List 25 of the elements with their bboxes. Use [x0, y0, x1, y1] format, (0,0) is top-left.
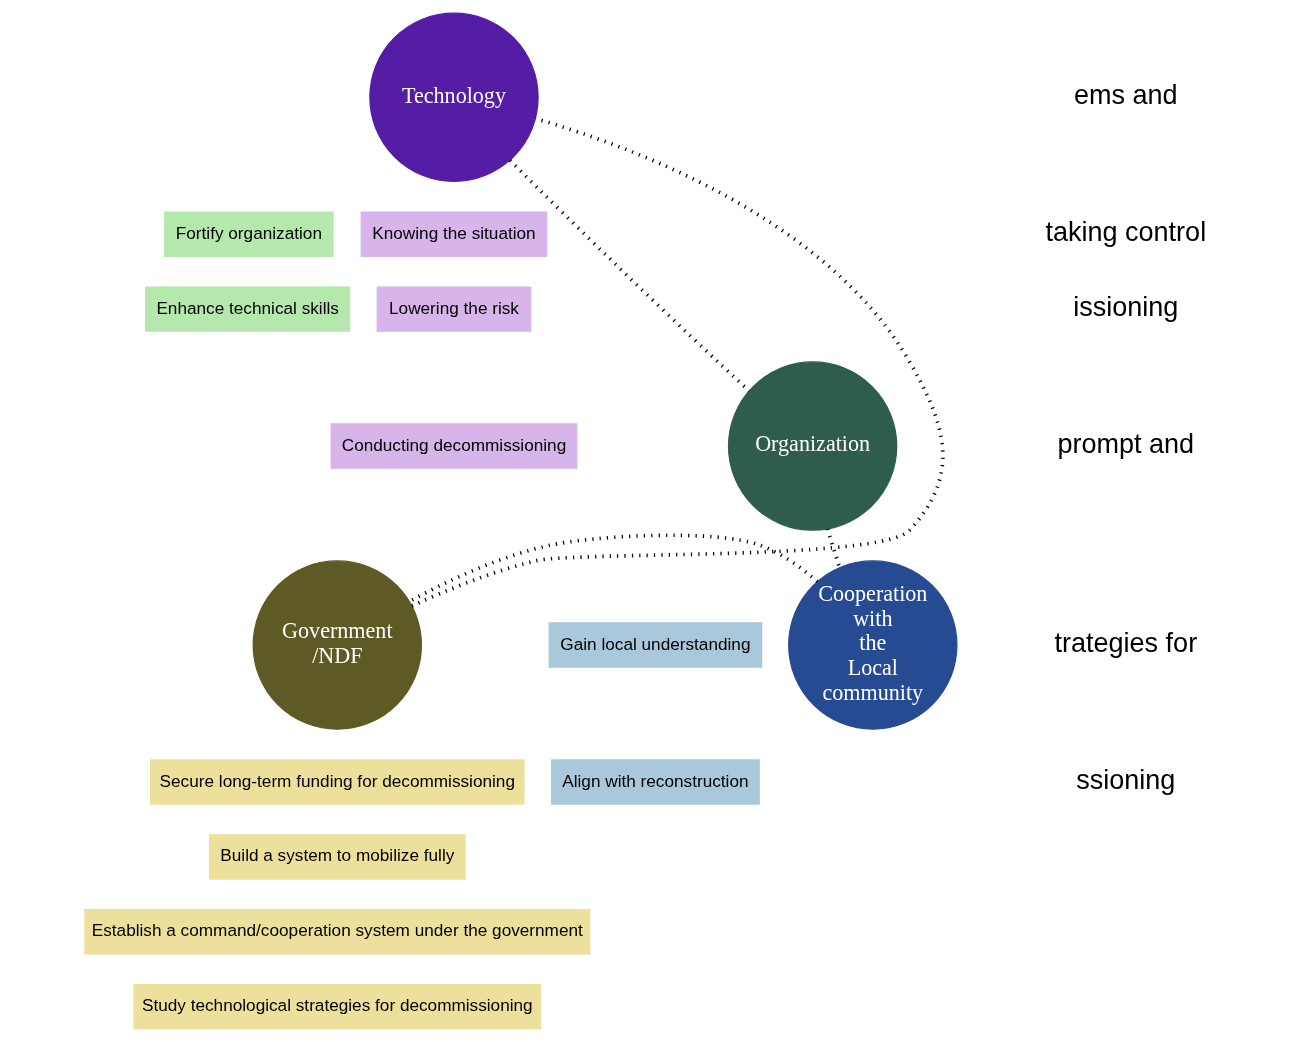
- node-box: Establish a command/cooperation system under the government: [84, 909, 591, 955]
- label: taking control: [1045, 217, 1207, 248]
- label: prompt and: [1057, 428, 1195, 459]
- node-box: Knowing the situation: [360, 211, 548, 257]
- connector: [411, 116, 945, 608]
- node-box: Build a system to mobilize fully: [208, 834, 466, 880]
- node-box: Enhance technical skills: [145, 286, 351, 332]
- connector: [508, 159, 751, 393]
- node-box: Secure long-term funding for decommissioning: [150, 759, 525, 805]
- node-box: Study technological strategies for decommissioning: [133, 984, 542, 1030]
- label: trategies for: [1054, 627, 1198, 658]
- node-box: Gain local understanding: [548, 622, 763, 668]
- label: ems and: [1074, 80, 1178, 111]
- label: issioning: [1073, 292, 1179, 323]
- node-box: Fortify organization: [164, 211, 334, 257]
- node-circle: Government /NDF: [252, 560, 423, 730]
- node-circle: Organization: [727, 361, 898, 531]
- node-box: Lowering the risk: [376, 286, 532, 332]
- node-circle: Cooperation with the Local community: [788, 560, 958, 730]
- label: ssioning: [1076, 764, 1176, 795]
- node-box: Conducting decommissioning: [330, 423, 578, 469]
- node-circle: Technology: [369, 12, 539, 182]
- connector: [408, 533, 819, 603]
- node-box: Align with reconstruction: [551, 759, 760, 805]
- connector: [825, 528, 842, 569]
